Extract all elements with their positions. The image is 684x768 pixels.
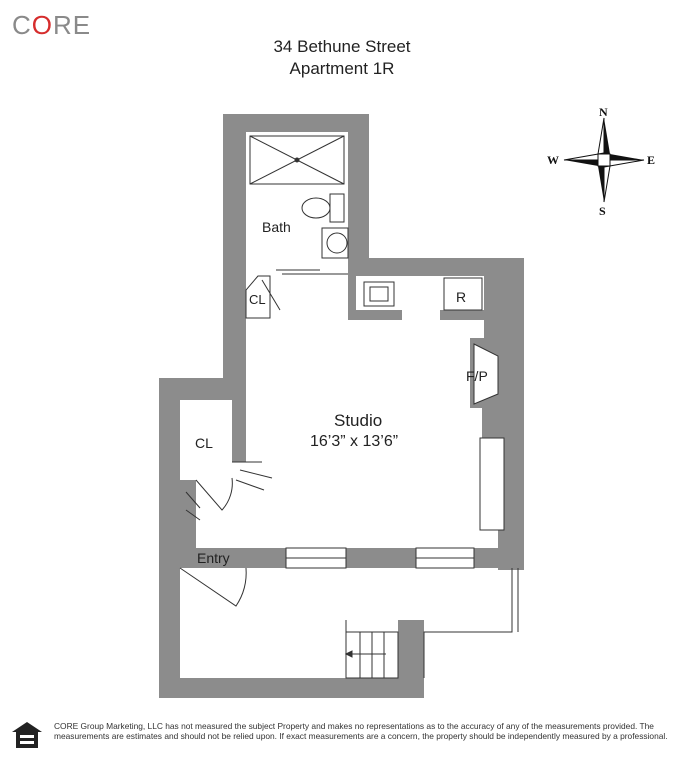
wall-bath-top [223, 114, 369, 132]
studio-label: Studio [334, 411, 382, 430]
fixtures [179, 135, 519, 679]
built-in-shelf [479, 437, 505, 531]
compass-rose-icon: N S W E [547, 105, 655, 218]
wall-south-2 [346, 548, 416, 568]
disclaimer-text: CORE Group Marketing, LLC has not measur… [54, 721, 668, 741]
wall-stair-right [398, 620, 424, 698]
wall-left-upper [223, 114, 246, 394]
wall-south-3 [474, 548, 524, 568]
refrigerator-label: R [456, 289, 466, 305]
wall-bottom-outer [159, 678, 424, 698]
closet-2-label: CL [195, 435, 213, 451]
toilet [301, 197, 331, 219]
property-address: 34 Bethune Street [273, 37, 411, 56]
wall-top-kitchen [348, 258, 524, 276]
closet-1 [245, 275, 271, 319]
studio-dimensions: 16’3” x 13’6” [310, 433, 398, 450]
wall-closet-right [232, 400, 246, 462]
wall-entry-lower [180, 548, 246, 568]
compass-west: W [547, 153, 559, 167]
compass-south: S [599, 204, 606, 218]
wall-left-outer [159, 378, 180, 698]
core-logo: CORE [12, 10, 92, 40]
wall-left-lower-step [159, 378, 246, 400]
kitchen-sink [363, 281, 395, 307]
wall-bath-right [348, 114, 369, 276]
wall-kitchen-counter [356, 310, 402, 320]
wall-entry-left [180, 480, 196, 548]
refrigerator [443, 277, 483, 311]
wall-south-1 [246, 548, 286, 568]
bath-sink [321, 227, 349, 259]
wall-right-lower [482, 408, 524, 438]
compass-north: N [599, 105, 608, 119]
shower [249, 135, 345, 185]
closet-1-label: CL [249, 292, 266, 307]
fireplace [473, 343, 499, 405]
entry-label: Entry [197, 550, 230, 566]
wall-fridge-block [440, 310, 484, 320]
apartment-unit: Apartment 1R [289, 59, 395, 78]
wall-kitchen-left [348, 258, 356, 320]
equal-housing-icon [12, 722, 42, 748]
fireplace-label: F/P [466, 368, 488, 384]
compass-east: E [647, 153, 655, 167]
walls [159, 114, 524, 698]
bath-label: Bath [262, 219, 291, 235]
